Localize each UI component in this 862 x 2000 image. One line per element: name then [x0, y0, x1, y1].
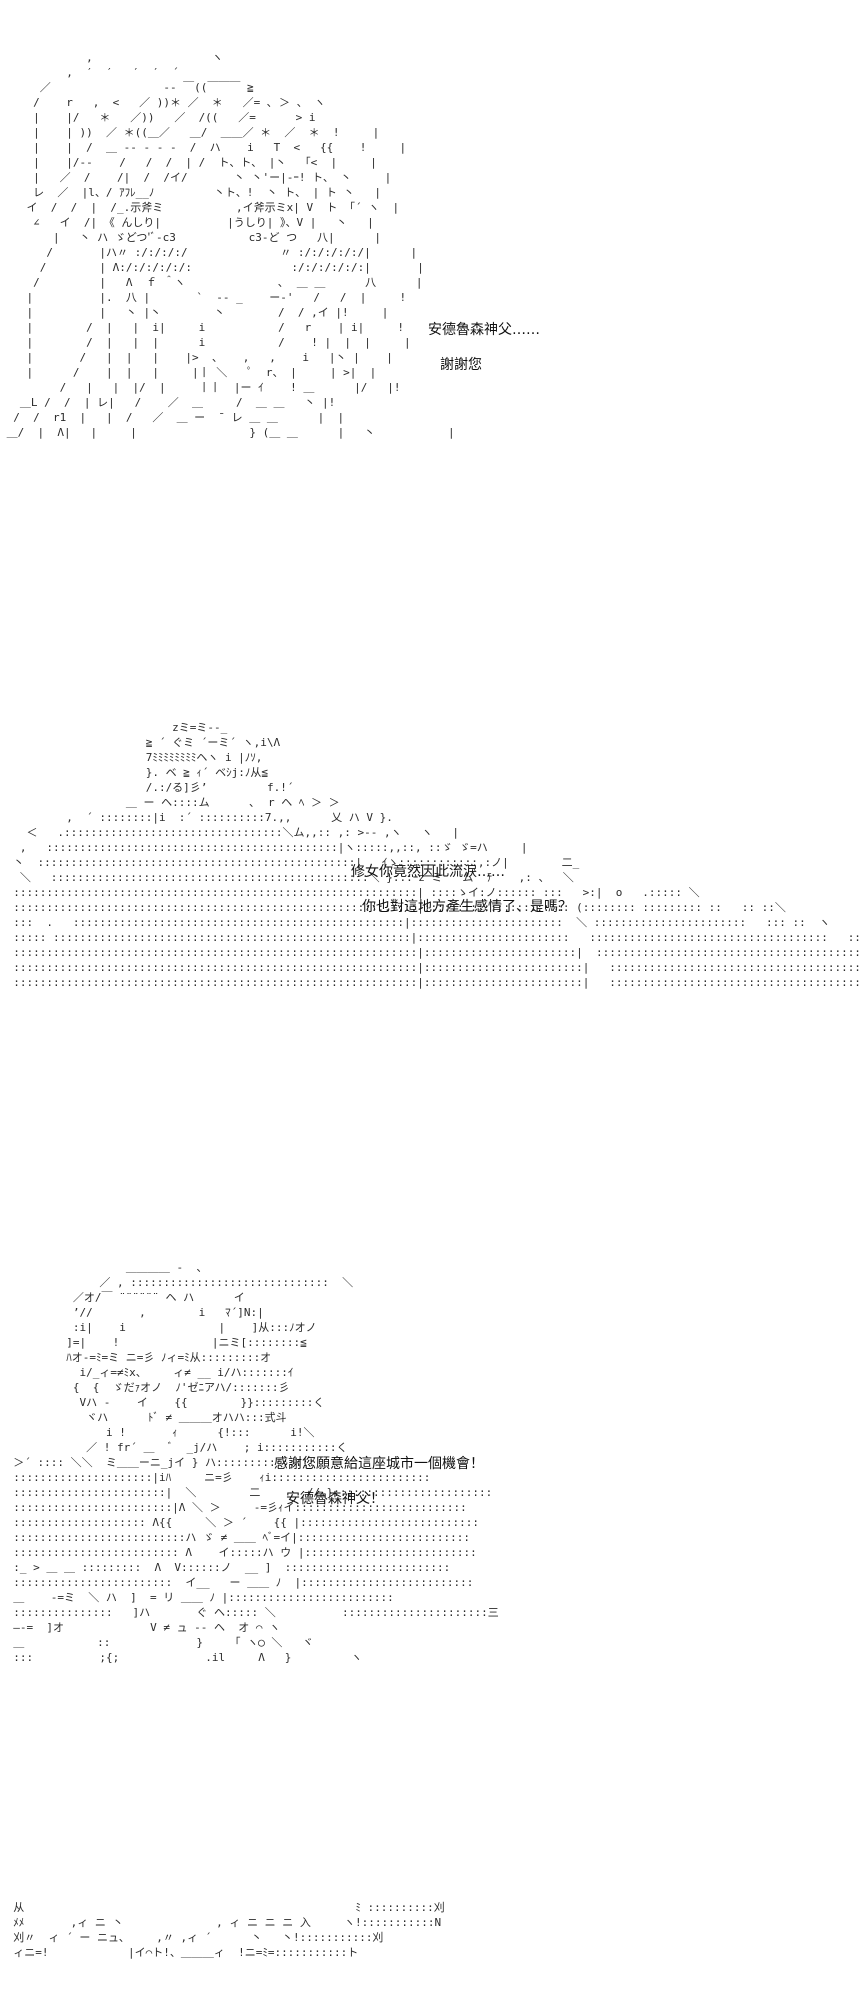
- dialogue-line: 謝謝您: [440, 357, 482, 373]
- manga-panel-1: , ヽ , ′ ′ ′ ′ ´ ／ -‐ ￣((￣￣￣ ≧ / r , < ／ …: [0, 30, 862, 530]
- ascii-art-smiling-man: ＿＿＿＿ - 、 ／ , :::::::::::::::::::::::::::…: [13, 1261, 499, 1664]
- dialogue-line: 安德魯森神父……: [428, 322, 540, 338]
- manga-panel-3: ＿＿＿＿ - 、 ／ , :::::::::::::::::::::::::::…: [0, 1250, 862, 1710]
- ascii-art-bowing-figure: zミ=ミ-‐_ ≧ ´ ぐミ ´ーミ´ ヽ,i\Λ 7ﾐﾐﾐﾐﾐﾐﾐﾐヘヽ i …: [13, 721, 862, 989]
- dialogue-line: 感謝您願意給這座城市一個機會！: [274, 1456, 484, 1472]
- dialogue-line: 修女你竟然因此流淚……: [351, 864, 505, 880]
- ascii-art-partial-figure: 从 ﾐ ::::::::::刈 ﾒﾒ ,ィ ニ 丶 , ィ ニ ニ ニ 入 ヽ!…: [13, 1901, 445, 1959]
- dialogue-line: 安德魯森神父！: [286, 1491, 384, 1507]
- ascii-art-priest-portrait: , ヽ , ′ ′ ′ ′ ´ ／ -‐ ￣((￣￣￣ ≧ / r , < ／ …: [6, 51, 455, 439]
- manga-panel-4: 从 ﾐ ::::::::::刈 ﾒﾒ ,ィ ニ 丶 , ィ ニ ニ ニ 入 ヽ!…: [0, 1895, 862, 2000]
- dialogue-line: 你也對這地方產生感情了、是嗎？: [362, 899, 572, 915]
- manga-panel-2: zミ=ミ-‐_ ≧ ´ ぐミ ´ーミ´ ヽ,i\Λ 7ﾐﾐﾐﾐﾐﾐﾐﾐヘヽ i …: [0, 700, 862, 1060]
